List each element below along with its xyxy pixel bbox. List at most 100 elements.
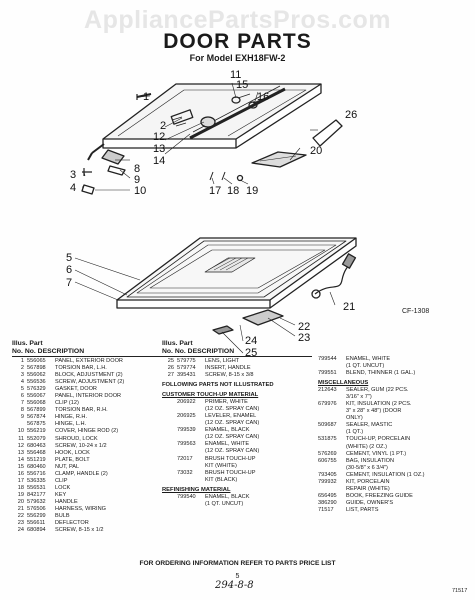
part-number: 606755 <box>318 457 337 464</box>
exterior-door-panel <box>102 83 322 140</box>
part-number <box>318 465 346 472</box>
illus-number <box>162 434 174 441</box>
part-description: INSERT, HANDLE <box>205 365 251 372</box>
part-number <box>318 486 346 493</box>
part-number: 799539 <box>177 427 196 434</box>
callout-23: 23 <box>298 332 310 344</box>
page-title: DOOR PARTS <box>163 30 312 53</box>
illus-number: 26 <box>167 365 174 372</box>
part-description: (1 QT. UNCUT) <box>205 500 244 507</box>
part-number: 680460 <box>27 463 46 470</box>
part-number: 799544 <box>318 356 337 362</box>
callout-7: 7 <box>66 277 72 289</box>
part-description: CEMENT, VINYL (1 PT.) <box>346 450 407 457</box>
callout-5: 5 <box>66 252 72 264</box>
page-number: 5 <box>235 573 240 580</box>
illus-number: 6 <box>20 393 24 400</box>
part-number: 576329 <box>27 386 46 393</box>
part-description: HARNESS, WIRING <box>55 505 106 512</box>
part-number: 556067 <box>27 393 46 400</box>
part-number <box>177 501 205 508</box>
part-description: 3/16" x 7") <box>346 394 372 401</box>
part-number: 579775 <box>177 358 196 364</box>
illus-number: 3 <box>20 372 24 379</box>
callout-20: 20 <box>310 145 322 157</box>
part-description: BAG, INSULATION <box>346 457 395 464</box>
part-number: 551219 <box>27 456 46 463</box>
illus-number <box>162 441 174 448</box>
part-description: LIST, PARTS <box>346 506 379 513</box>
part-number: 799932 <box>318 478 337 485</box>
lock-plate <box>170 109 194 125</box>
part-number: 680894 <box>27 527 46 534</box>
part-description: TORSION BAR, L.H. <box>55 365 107 372</box>
part-number <box>177 463 205 470</box>
part-number: 206922 <box>177 399 196 406</box>
illus-number: 25 <box>167 358 174 364</box>
part-description: SCREW, 8-15 x 3/8 <box>205 372 254 379</box>
part-number: 73032 <box>177 469 193 476</box>
part-description: HINGE, L.H. <box>55 421 87 428</box>
part-number: 656495 <box>318 492 337 499</box>
part-number: 72017 <box>177 455 193 462</box>
ordering-info-footer: FOR ORDERING INFORMATION REFER TO PARTS … <box>139 560 336 567</box>
illus-number: 21 <box>17 505 24 512</box>
part-description: COVER, HINGE ROD (2) <box>55 428 119 435</box>
part-description: BULB <box>55 513 70 520</box>
part-number <box>177 477 205 484</box>
callout-8: 8 <box>134 163 140 175</box>
part-description: SEALER, GUM (22 PCS. <box>346 387 409 394</box>
table-row: (WHITE) (2 OZ.) <box>318 444 468 451</box>
callout-22: 22 <box>298 321 310 333</box>
callout-26: 26 <box>345 109 357 121</box>
part-description: DEFLECTOR <box>55 520 89 527</box>
refinishing-section-title: REFINISHING MATERIAL <box>162 486 231 493</box>
part-description: HANDLE <box>55 498 78 505</box>
illus-number: 24 <box>17 527 24 534</box>
illus-number: 11 <box>18 435 24 442</box>
part-description: ENAMEL, BLACK <box>205 493 250 500</box>
part-description: GASKET, DOOR <box>55 386 97 393</box>
illus-number <box>162 420 174 427</box>
part-number: 567898 <box>27 365 46 372</box>
part-number: 556611 <box>27 520 46 527</box>
table-row: KIT (WHITE) <box>162 463 312 470</box>
table-row: 606755 BAG, INSULATION <box>318 458 468 465</box>
table-row: (12 OZ. SPRAY CAN) <box>162 434 312 441</box>
light-deflector <box>242 309 284 326</box>
part-description: SHROUD, LOCK <box>55 435 98 442</box>
part-number <box>177 434 205 441</box>
part-description: SCREW, 8-15 x 1/2 <box>55 527 104 534</box>
part-description: LOCK <box>55 484 71 491</box>
part-number: 680463 <box>27 442 46 449</box>
table-row: ONLY) <box>318 415 468 422</box>
callout-15: 15 <box>236 79 248 91</box>
part-number: 556536 <box>27 379 46 386</box>
hinge <box>101 149 125 165</box>
illus-number <box>162 413 174 420</box>
illus-number: 10 <box>17 428 24 435</box>
callout-21: 21 <box>343 301 355 313</box>
part-description: (12 OZ. SPRAY CAN) <box>205 448 260 455</box>
part-number: 793405 <box>318 471 337 478</box>
